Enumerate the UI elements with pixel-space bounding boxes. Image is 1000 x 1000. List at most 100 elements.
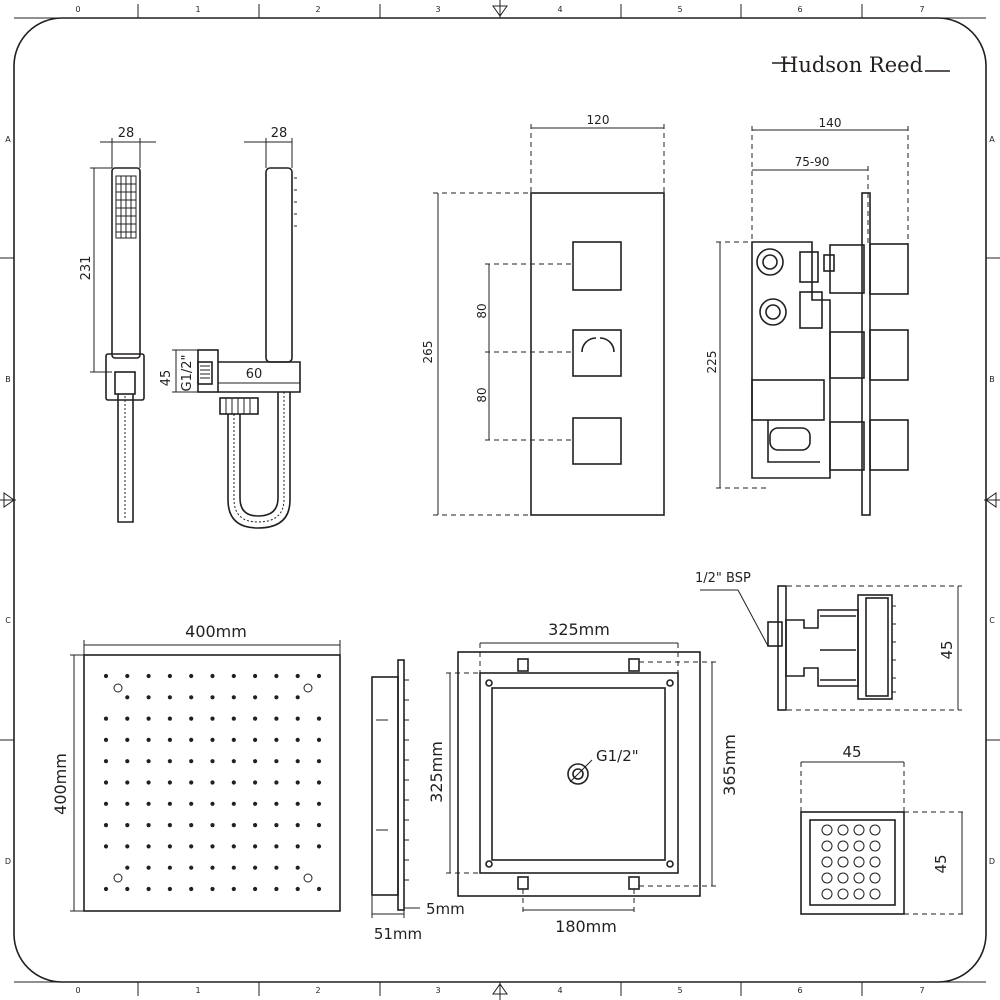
shower-nozzle <box>316 801 322 806</box>
control-knob-bottom <box>572 417 622 465</box>
shower-nozzle <box>125 673 130 679</box>
grid-col-3: 3 <box>435 5 440 14</box>
grid-column-labels: 0 1 2 3 4 5 6 7 0 1 2 3 4 5 6 7 <box>75 5 924 995</box>
body-jet-nozzle <box>837 856 849 868</box>
shower-nozzle <box>146 716 151 721</box>
control-knob-top <box>572 241 622 291</box>
shower-head-plan: 400mm 400mm <box>51 622 341 912</box>
body-jet-nozzle <box>869 856 881 868</box>
shower-nozzle <box>146 673 151 679</box>
shower-nozzle <box>253 716 258 721</box>
plate-width-label: 120 <box>587 113 610 127</box>
shower-nozzle <box>274 886 279 892</box>
shower-nozzle <box>274 759 279 764</box>
handset-side-view: 28 45 G1/2" 60 <box>159 126 301 529</box>
shower-nozzle <box>189 716 194 721</box>
shower-nozzle <box>210 865 215 870</box>
grid-col-6-bottom: 6 <box>797 986 802 995</box>
shower-nozzle <box>103 780 109 785</box>
grid-col-5-bottom: 5 <box>677 986 682 995</box>
control-knob-middle <box>572 329 622 377</box>
shower-nozzle <box>253 844 258 849</box>
shower-head-small-dim-label: 5mm <box>426 900 465 918</box>
shower-nozzle <box>231 759 236 764</box>
body-jet-nozzle <box>821 856 833 868</box>
box-inner-width-label: 325mm <box>548 620 610 639</box>
shower-nozzle <box>316 780 322 785</box>
shower-nozzle <box>167 759 172 764</box>
shower-nozzle <box>167 695 172 700</box>
shower-nozzle <box>167 865 172 870</box>
shower-nozzle <box>146 823 151 828</box>
grid-row-d: D <box>5 857 11 866</box>
shower-nozzle <box>316 759 322 764</box>
valve-height-label: 225 <box>705 351 719 374</box>
shower-nozzle <box>103 886 109 892</box>
shower-nozzle <box>103 716 109 721</box>
shower-nozzle <box>295 844 300 849</box>
shower-nozzle <box>295 737 300 743</box>
plate-height-label: 265 <box>421 341 435 364</box>
bracket-thread-label: G1/2" <box>180 355 195 392</box>
body-jet-nozzle <box>837 888 849 900</box>
body-jet-nozzle <box>869 888 881 900</box>
shower-nozzle <box>231 801 236 806</box>
shower-nozzle <box>253 780 258 785</box>
shower-nozzle <box>231 865 236 870</box>
body-jet-face-height-label: 45 <box>932 854 950 873</box>
shower-nozzle <box>295 823 300 828</box>
shower-nozzle <box>253 695 258 700</box>
shower-nozzle <box>146 886 151 892</box>
body-jet-nozzle <box>869 840 881 852</box>
shower-nozzle <box>125 823 130 828</box>
body-jet-nozzle <box>837 840 849 852</box>
shower-nozzle <box>274 737 279 743</box>
grid-row-b: B <box>5 375 11 384</box>
shower-nozzle <box>253 737 258 743</box>
handset-width-label: 28 <box>118 126 135 141</box>
grid-col-2-bottom: 2 <box>315 986 320 995</box>
shower-nozzle <box>231 673 236 679</box>
shower-nozzle <box>274 865 279 870</box>
bracket-depth-label: 60 <box>246 367 263 382</box>
grid-row-c: C <box>5 616 11 625</box>
shower-nozzle <box>295 801 300 806</box>
body-jet-nozzle <box>869 824 881 836</box>
handset-length-label: 231 <box>79 256 94 281</box>
shower-nozzle <box>316 737 322 743</box>
brand-name: Hudson Reed <box>780 53 923 77</box>
shower-nozzle <box>231 844 236 849</box>
bracket-height-label: 45 <box>159 370 174 387</box>
shower-nozzle <box>125 886 130 892</box>
shower-nozzle <box>274 780 279 785</box>
shower-nozzle <box>316 844 322 849</box>
grid-col-7: 7 <box>919 5 924 14</box>
shower-nozzle <box>103 737 109 743</box>
shower-nozzle <box>231 695 236 700</box>
box-outer-height-label: 365mm <box>720 734 739 796</box>
shower-nozzle <box>167 737 172 743</box>
shower-nozzle <box>231 780 236 785</box>
shower-nozzle <box>253 865 258 870</box>
shower-nozzle <box>295 886 300 892</box>
body-jet-nozzle <box>853 888 865 900</box>
body-jet-side-height-label: 45 <box>938 640 956 659</box>
shower-head-depth-label: 51mm <box>374 925 422 943</box>
shower-head-side-view: 5mm 51mm <box>371 659 465 943</box>
body-jet-thread-label: 1/2" BSP <box>695 571 751 586</box>
shower-nozzle <box>146 865 151 870</box>
shower-nozzle <box>189 759 194 764</box>
body-jet-nozzle <box>821 840 833 852</box>
shower-nozzle <box>103 823 109 828</box>
body-jet-face-view: 45 45 <box>800 743 966 915</box>
shower-head-height-label: 400mm <box>51 753 70 815</box>
shower-nozzle <box>295 865 300 870</box>
shower-nozzle <box>167 716 172 721</box>
body-jet-nozzle <box>837 824 849 836</box>
grid-row-labels: A B C D A B C D <box>5 135 995 866</box>
grid-row-c-right: C <box>989 616 995 625</box>
grid-col-6: 6 <box>797 5 802 14</box>
knob-spacing-top-label: 80 <box>475 303 489 318</box>
shower-nozzle <box>189 823 194 828</box>
